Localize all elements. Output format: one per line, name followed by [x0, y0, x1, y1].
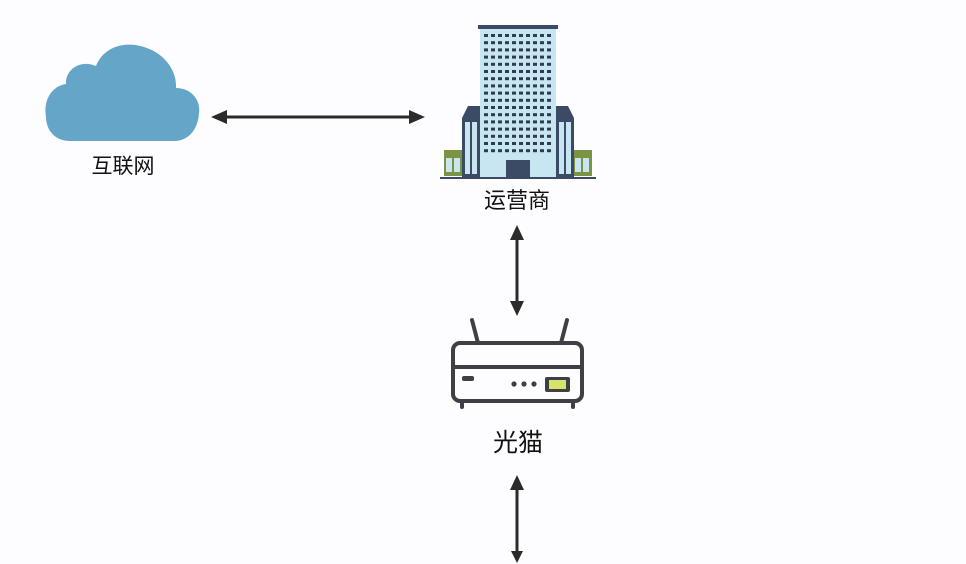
arrow-modem-down: [510, 475, 524, 563]
office-building-icon: [440, 25, 596, 179]
internet-label: 互联网: [91, 154, 155, 178]
isp-label: 运营商: [483, 189, 551, 214]
modem-label: 光猫: [492, 428, 544, 457]
router-icon: [451, 318, 584, 409]
arrow-isp-modem: [510, 225, 524, 316]
cloud-icon: [45, 44, 200, 142]
arrow-internet-isp: [211, 110, 425, 124]
